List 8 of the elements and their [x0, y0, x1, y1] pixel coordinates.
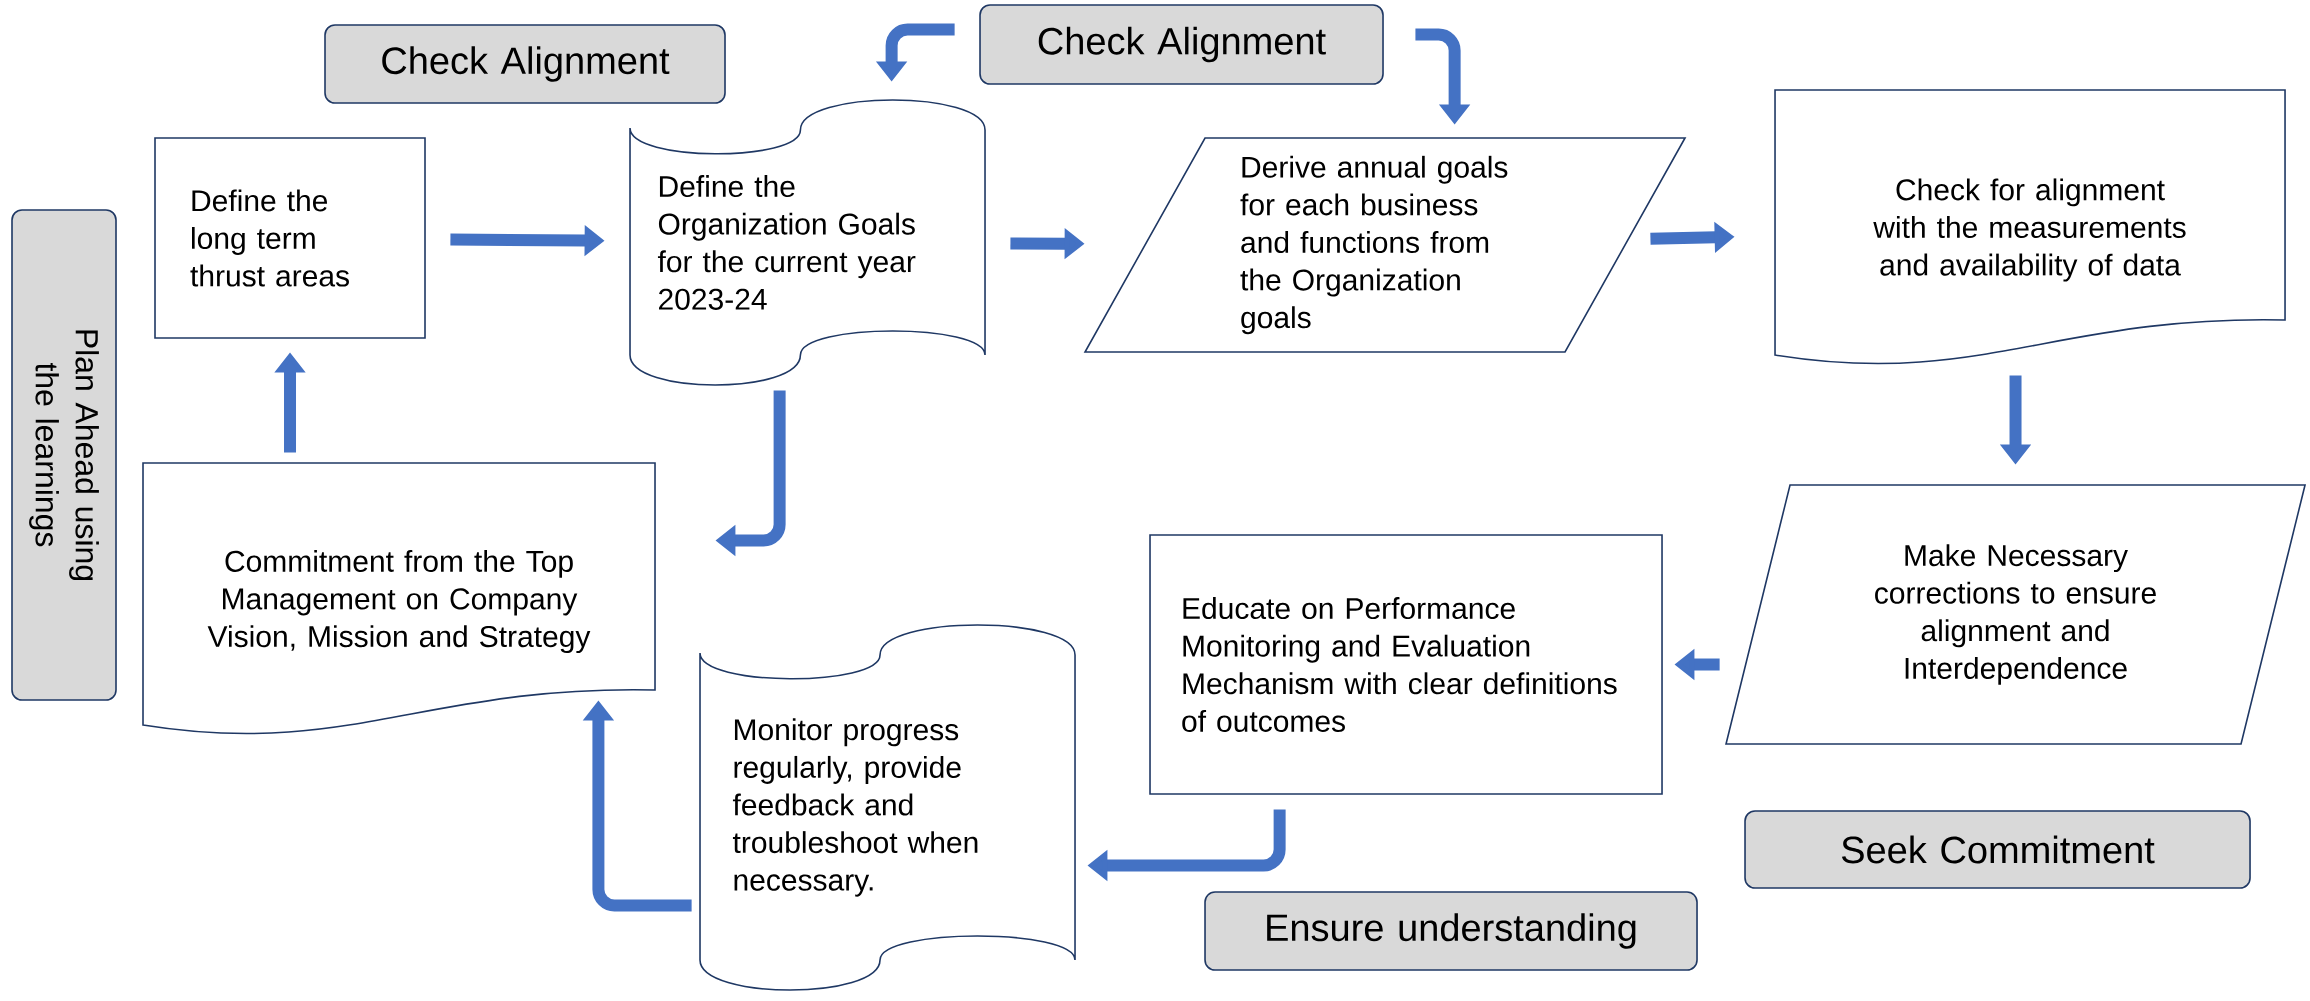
data-parallelogram: Make Necessary corrections to ensure alignment and Interdependence — [1725, 484, 2307, 745]
label-tab: Plan Ahead using the learnings — [11, 209, 117, 701]
label-tab: Check Alignment — [979, 4, 1384, 85]
process-box: Define the long term thrust areas — [154, 137, 426, 339]
label-tab: Ensure understanding — [1204, 891, 1698, 971]
label-tab: Seek Commitment — [1744, 810, 2251, 889]
process-box: Educate on Performance Monitoring and Evaluation Mechanism with clear definitions of outcomes — [1149, 534, 1663, 795]
label-tab: Check Alignment — [324, 24, 726, 104]
